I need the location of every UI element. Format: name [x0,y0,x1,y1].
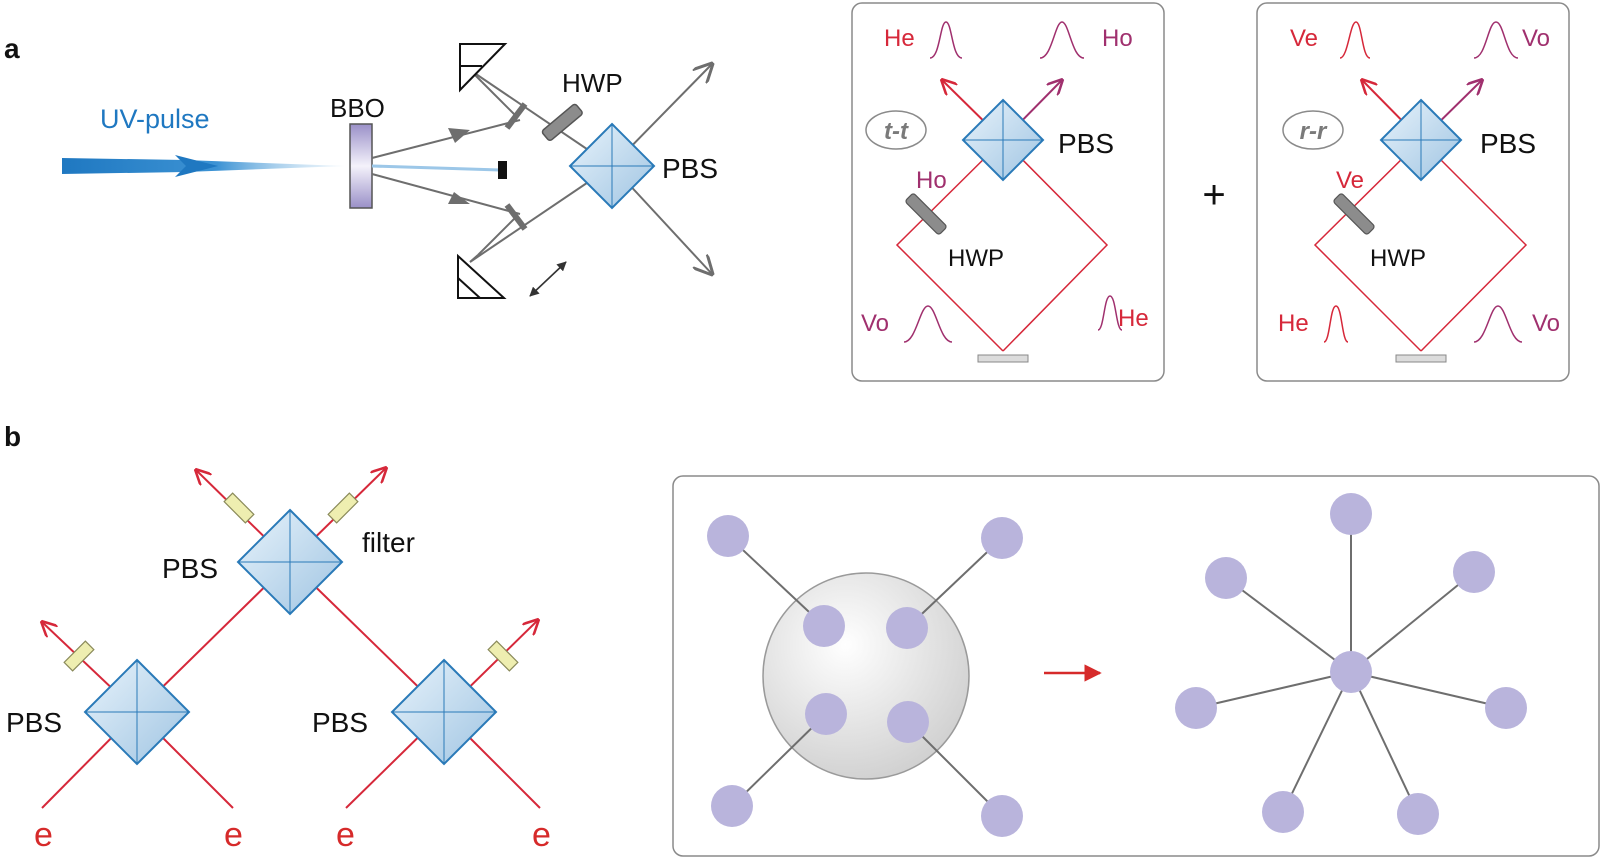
uv-pulse-label: UV-pulse [100,104,210,134]
prism-lower [457,253,507,299]
tt-bottom-right: He [1118,305,1149,332]
rr-mid-label: Ve [1336,167,1364,194]
bbo-crystal [349,123,373,209]
hwp-element [541,103,583,142]
electron-label-3: e [336,816,355,854]
rr-hwp-label: HWP [1370,245,1426,272]
tt-pbs-label: PBS [1058,128,1114,159]
left-graph-edges [727,535,1003,817]
uv-pulse-beam [62,155,345,177]
pbs-label-left: PBS [6,707,62,738]
bbo-label: BBO [330,93,385,123]
tt-tag: t-t [884,118,909,145]
electron-label-4: e [532,816,551,854]
pump-residual [371,164,501,172]
rr-tag: r-r [1300,118,1328,145]
filter-label: filter [362,527,415,558]
pbs-cube-left [83,658,191,766]
pbs-label-a: PBS [662,153,718,184]
rr-bottom-left: He [1278,310,1309,337]
hwp-label: HWP [562,68,623,98]
rr-bottom-right: Vo [1532,310,1560,337]
star-graph-edges [1195,514,1507,815]
entanglement-sphere [762,572,970,780]
translation-arrow [529,261,567,297]
pbs-cube-top [236,508,344,616]
rr-top-left: Ve [1290,25,1318,52]
panel-b-label: b [4,421,21,452]
box-rr [1256,2,1570,382]
electron-label-1: e [34,816,53,854]
pbs-cube-right [390,658,498,766]
pbs-label-right: PBS [312,707,368,738]
electron-label-2: e [224,816,243,854]
tt-top-right: Ho [1102,25,1133,52]
tt-mid-label: Ho [916,167,947,194]
panel-a-label: a [4,33,20,64]
beam-dump [498,161,507,179]
spdc-beams [371,119,521,215]
tt-top-left: He [884,25,915,52]
rr-top-right: Vo [1522,25,1550,52]
pbs-cube-a [568,122,656,210]
star-graph-nodes [1175,493,1527,835]
tt-bottom-left: Vo [861,310,889,337]
filters [63,492,519,672]
pbs-label-top: PBS [162,553,218,584]
left-graph-nodes [707,515,1023,837]
box-tt [851,2,1165,382]
prism-upper [459,43,508,93]
plus-sign: + [1202,173,1225,217]
tt-hwp-label: HWP [948,245,1004,272]
rr-pbs-label: PBS [1480,128,1536,159]
graph-state-box [672,475,1600,857]
